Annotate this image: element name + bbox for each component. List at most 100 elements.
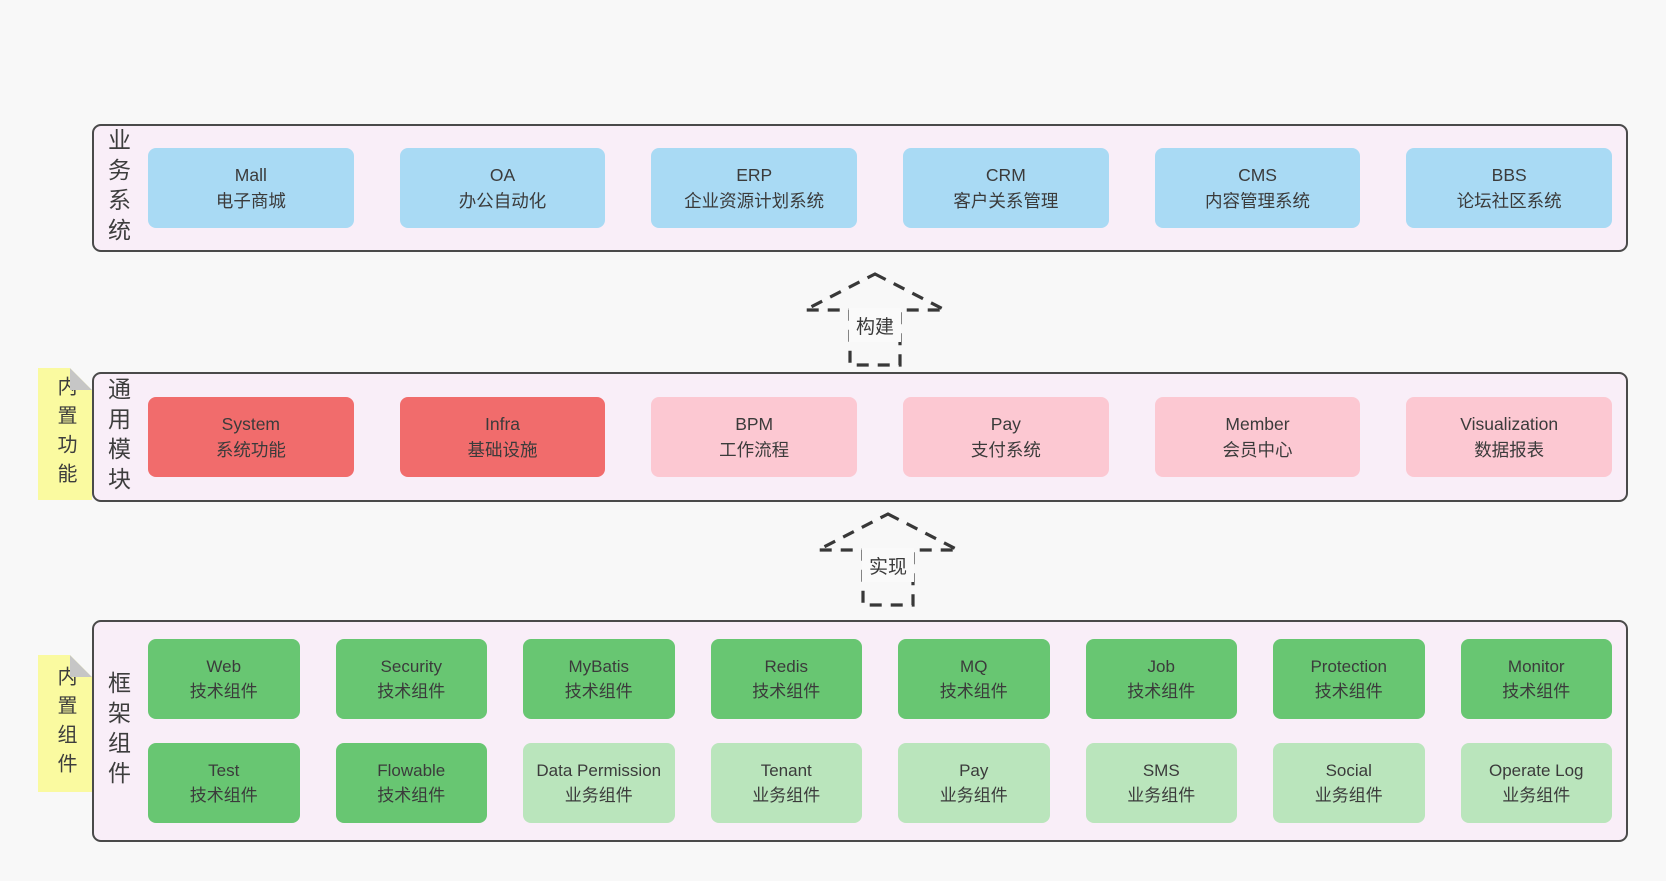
sticky-note-builtin-features: 内置功能 xyxy=(38,368,92,500)
build-arrow: 构建 xyxy=(795,272,955,367)
box-subtitle: 电子商城 xyxy=(215,191,286,211)
box-subtitle: 技术组件 xyxy=(1314,682,1383,701)
box-security: Security 技术组件 xyxy=(335,639,487,719)
box-subtitle: 办公自动化 xyxy=(458,191,547,211)
box-name: Job xyxy=(1147,657,1175,676)
box-subtitle: 论坛社区系统 xyxy=(1456,191,1562,211)
box-subtitle: 技术组件 xyxy=(1502,682,1571,701)
folded-corner-icon xyxy=(70,655,92,677)
box-pay-system: Pay 支付系统 xyxy=(903,397,1109,477)
box-name: OA xyxy=(489,165,516,185)
box-sms: SMS 业务组件 xyxy=(1085,743,1237,823)
sticky-note-builtin-components: 内置组件 xyxy=(38,655,92,792)
box-pay-component: Pay 业务组件 xyxy=(898,743,1050,823)
box-subtitle: 技术组件 xyxy=(1127,682,1196,701)
box-subtitle: 技术组件 xyxy=(939,682,1008,701)
box-subtitle: 客户关系管理 xyxy=(953,191,1059,211)
box-erp: ERP 企业资源计划系统 xyxy=(651,148,858,228)
box-subtitle: 业务组件 xyxy=(564,786,633,805)
layer-business-systems: 业务系统 Mall 电子商城 OA 办公自动化 ERP 企业资源计划系统 CRM… xyxy=(92,124,1628,252)
box-name: MQ xyxy=(960,657,988,676)
box-job: Job 技术组件 xyxy=(1085,639,1237,719)
box-name: Redis xyxy=(764,657,808,676)
layer-framework-components: 框架组件 Web 技术组件 Security 技术组件 MyBatis 技术组件… xyxy=(92,620,1628,842)
box-subtitle: 技术组件 xyxy=(189,786,258,805)
box-cms: CMS 内容管理系统 xyxy=(1154,148,1361,228)
box-name: Test xyxy=(208,761,240,780)
box-name: Data Permission xyxy=(536,761,662,780)
box-data-permission: Data Permission 业务组件 xyxy=(523,743,675,823)
box-name: CMS xyxy=(1238,165,1277,185)
box-redis: Redis 技术组件 xyxy=(710,639,862,719)
box-name: Operate Log xyxy=(1488,761,1584,780)
box-bpm: BPM 工作流程 xyxy=(651,397,858,477)
box-name: Social xyxy=(1325,761,1372,780)
box-subtitle: 业务组件 xyxy=(1127,786,1196,805)
implement-arrow-label: 实现 xyxy=(862,548,914,582)
common-modules-row: System 系统功能 Infra 基础设施 BPM 工作流程 Pay 支付系统… xyxy=(140,374,1626,500)
box-name: SMS xyxy=(1142,761,1180,780)
layer-label-common-modules: 通用模块 xyxy=(104,377,131,497)
up-arrow-icon xyxy=(817,512,959,607)
layer-label-business-systems: 业务系统 xyxy=(104,128,131,248)
box-test: Test 技术组件 xyxy=(148,743,300,823)
box-name: CRM xyxy=(985,165,1026,185)
box-crm: CRM 客户关系管理 xyxy=(903,148,1109,228)
build-arrow-label: 构建 xyxy=(849,308,901,342)
box-name: Member xyxy=(1225,414,1290,434)
box-subtitle: 工作流程 xyxy=(719,440,790,460)
box-mq: MQ 技术组件 xyxy=(898,639,1050,719)
box-name: Visualization xyxy=(1460,414,1559,434)
business-systems-row: Mall 电子商城 OA 办公自动化 ERP 企业资源计划系统 CRM 客户关系… xyxy=(140,126,1626,250)
box-subtitle: 会员中心 xyxy=(1222,440,1293,460)
box-subtitle: 内容管理系统 xyxy=(1205,191,1311,211)
box-name: BBS xyxy=(1491,165,1527,185)
box-subtitle: 支付系统 xyxy=(970,440,1041,460)
box-name: Security xyxy=(380,657,442,676)
box-subtitle: 技术组件 xyxy=(377,786,446,805)
box-mall: Mall 电子商城 xyxy=(148,148,354,228)
box-infra: Infra 基础设施 xyxy=(399,397,606,477)
box-flowable: Flowable 技术组件 xyxy=(335,743,487,823)
box-visualization: Visualization 数据报表 xyxy=(1406,397,1613,477)
box-subtitle: 技术组件 xyxy=(189,682,258,701)
box-monitor: Monitor 技术组件 xyxy=(1460,639,1612,719)
box-tenant: Tenant 业务组件 xyxy=(710,743,862,823)
box-subtitle: 业务组件 xyxy=(1314,786,1383,805)
box-subtitle: 数据报表 xyxy=(1474,440,1545,460)
box-name: System xyxy=(221,414,281,434)
box-name: BPM xyxy=(735,414,774,434)
box-subtitle: 技术组件 xyxy=(752,682,821,701)
box-subtitle: 基础设施 xyxy=(467,440,538,460)
box-operate-log: Operate Log 业务组件 xyxy=(1460,743,1612,823)
box-name: Mall xyxy=(234,165,267,185)
box-name: Monitor xyxy=(1507,657,1565,676)
framework-row-1: Web 技术组件 Security 技术组件 MyBatis 技术组件 Redi… xyxy=(148,639,1612,719)
folded-corner-icon xyxy=(70,368,92,390)
box-name: Pay xyxy=(990,414,1021,434)
box-name: Pay xyxy=(959,761,989,780)
framework-components-rows: Web 技术组件 Security 技术组件 MyBatis 技术组件 Redi… xyxy=(140,622,1626,840)
box-subtitle: 业务组件 xyxy=(752,786,821,805)
layer-label-framework-components: 框架组件 xyxy=(104,671,131,791)
box-subtitle: 系统功能 xyxy=(215,440,286,460)
box-social: Social 业务组件 xyxy=(1273,743,1425,823)
layer-common-modules: 通用模块 System 系统功能 Infra 基础设施 BPM 工作流程 Pay… xyxy=(92,372,1628,502)
box-name: ERP xyxy=(736,165,773,185)
box-subtitle: 技术组件 xyxy=(564,682,633,701)
box-name: Protection xyxy=(1310,657,1388,676)
box-member: Member 会员中心 xyxy=(1154,397,1361,477)
implement-arrow: 实现 xyxy=(808,512,968,607)
box-name: Web xyxy=(206,657,242,676)
box-web: Web 技术组件 xyxy=(148,639,300,719)
box-subtitle: 业务组件 xyxy=(939,786,1008,805)
framework-row-2: Test 技术组件 Flowable 技术组件 Data Permission … xyxy=(148,743,1612,823)
box-subtitle: 企业资源计划系统 xyxy=(684,191,825,211)
box-oa: OA 办公自动化 xyxy=(399,148,606,228)
box-subtitle: 业务组件 xyxy=(1502,786,1571,805)
box-name: Flowable xyxy=(377,761,446,780)
box-system: System 系统功能 xyxy=(148,397,354,477)
box-mybatis: MyBatis 技术组件 xyxy=(523,639,675,719)
box-bbs: BBS 论坛社区系统 xyxy=(1406,148,1613,228)
up-arrow-icon xyxy=(804,272,946,367)
